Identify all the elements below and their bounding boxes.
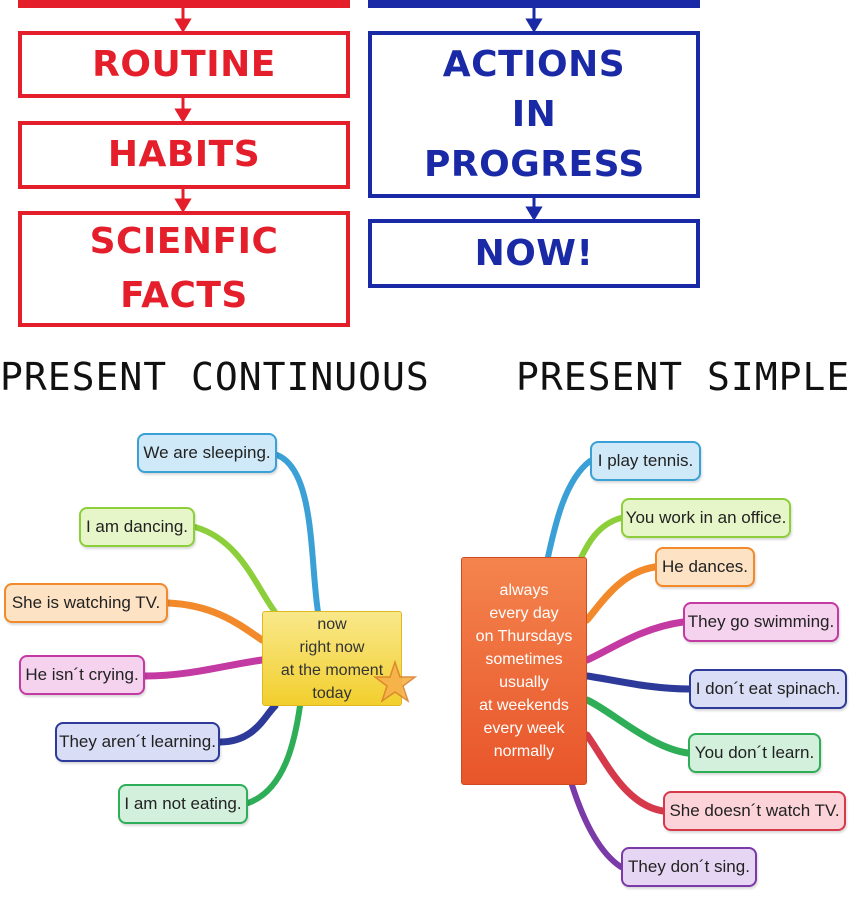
cont-branch-node: They aren´t learning. [55, 722, 220, 762]
simple-center-line: sometimes [485, 651, 563, 668]
connector-branch-7 [583, 731, 667, 815]
simple-branch-node: You don´t learn. [688, 733, 821, 773]
cont-branch-node: I am dancing. [79, 507, 195, 547]
simple-branch-text: I play tennis. [597, 451, 694, 470]
cont-center-line: at the moment [280, 661, 384, 679]
connector-branch-1 [545, 458, 593, 560]
habits-box: HABITS [18, 121, 350, 189]
simple-branch-text: You don´t learn. [694, 743, 815, 762]
actions-in-progress-box: ACTIONS IN PROGRESS [368, 31, 700, 198]
simple-branch-text: I don´t eat spinach. [695, 679, 841, 698]
cont-branch-node: I am not eating. [118, 784, 248, 824]
connector-branch-2 [192, 524, 278, 615]
cont-branch-text: I am dancing. [85, 517, 189, 536]
simple-branch-node: I play tennis. [590, 441, 701, 481]
simple-center-line: usually [499, 674, 549, 691]
simple-center-line: always [499, 582, 549, 599]
simple-branch-node: He dances. [655, 547, 755, 587]
connector-branch-5 [583, 672, 693, 693]
routine-label: ROUTINE [92, 43, 276, 85]
actions-in-progress-label: ACTIONS IN PROGRESS [424, 43, 645, 185]
cont-branch-text: I am not eating. [124, 794, 242, 813]
simple-branch-text: She doesn´t watch TV. [669, 801, 840, 820]
heading-present-simple: PRESENT SIMPLE [516, 355, 851, 399]
simple-branch-text: You work in an office. [625, 508, 787, 527]
cont-branch-node: He isn´t crying. [19, 655, 145, 695]
cont-center-line: right now [299, 638, 365, 656]
connector-branch-1 [274, 452, 321, 615]
simple-branch-text: They go swimming. [687, 612, 835, 631]
simple-branch-text: They don´t sing. [628, 857, 750, 876]
cont-center-line: today [312, 684, 352, 702]
habits-label: HABITS [107, 134, 261, 175]
connector-branch-2 [577, 515, 624, 563]
connector-branch-4 [583, 618, 687, 664]
simple-center-node: always every day on Thursdays sometimes … [461, 557, 587, 785]
cont-branch-text: They aren´t learning. [59, 732, 216, 751]
blue-top-bar [368, 0, 700, 8]
simple-branch-node: You work in an office. [621, 498, 791, 538]
scientific-facts-box: SCIENFIC FACTS [18, 211, 350, 327]
now-label: NOW! [474, 232, 594, 274]
red-arrows [174, 6, 192, 213]
simple-center-line: normally [493, 743, 555, 760]
heading-present-continuous: PRESENT CONTINUOUS [0, 355, 430, 399]
top-banner: ROUTINE HABITS SCIENFIC FACTS ACTIONS IN… [0, 0, 712, 330]
simple-center-line: at weekends [479, 697, 569, 714]
cont-branch-text: He isn´t crying. [25, 665, 139, 684]
simple-branch-node: I don´t eat spinach. [689, 669, 847, 709]
blue-arrows [525, 6, 543, 221]
cont-branch-node: We are sleeping. [137, 433, 277, 473]
connector-branch-3 [583, 563, 659, 624]
now-box: NOW! [368, 219, 700, 288]
cont-branch-text: We are sleeping. [143, 443, 271, 462]
connector-branch-5 [216, 702, 279, 746]
simple-branch-text: He dances. [662, 557, 748, 576]
cont-center-line: now [317, 615, 347, 633]
simple-branch-node: They don´t sing. [621, 847, 757, 887]
simple-center-line: every day [489, 605, 559, 622]
scientific-facts-label: SCIENFIC FACTS [89, 221, 279, 316]
simple-center-line: on Thursdays [475, 628, 573, 645]
star-icon [373, 660, 417, 703]
simple-branch-node: She doesn´t watch TV. [663, 791, 846, 831]
simple-center-line: every week [483, 720, 565, 737]
connector-branch-6 [245, 703, 303, 806]
connector-branch-3 [164, 599, 266, 644]
connector-branch-6 [583, 696, 692, 757]
connector-branch-8 [569, 782, 624, 870]
simple-branch-node: They go swimming. [683, 602, 839, 642]
cont-center-node: now right now at the moment today [262, 611, 402, 706]
cont-branch-text: She is watching TV. [11, 593, 161, 612]
connector-branch-4 [141, 656, 266, 680]
routine-box: ROUTINE [18, 31, 350, 98]
cont-branch-node: She is watching TV. [4, 583, 168, 623]
red-top-bar [18, 0, 350, 8]
